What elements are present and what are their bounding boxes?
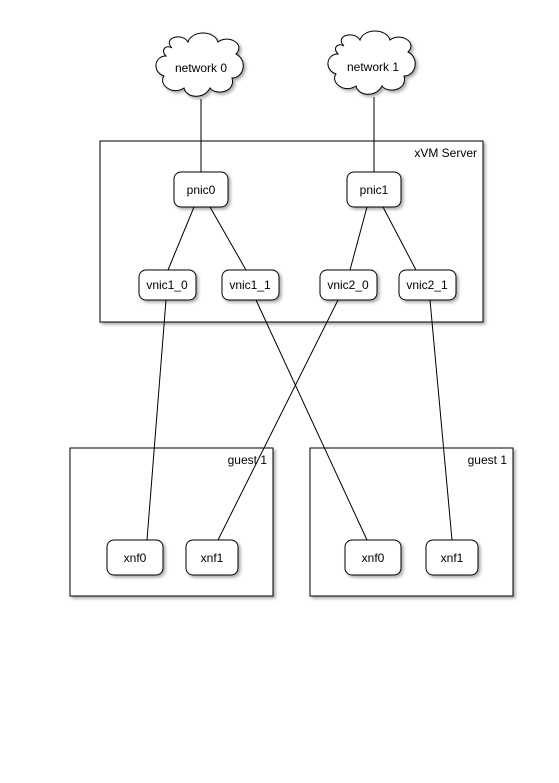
node-vnic1_0: vnic1_0 [138,269,197,301]
connection-lines [146,97,453,541]
node-vnic2_0: vnic2_0 [319,269,378,301]
node-guest-right-xnf1: xnf1 [425,539,479,576]
edge-vnic2_0-xnf1-left [217,299,339,541]
edge-vnic1_1-xnf0-right [255,299,368,541]
node-guest-right-xnf0-label: xnf0 [362,551,385,565]
node-guest-left-xnf1: xnf1 [185,539,239,576]
node-vnic2_1: vnic2_1 [398,269,457,301]
guest-left-title: guest 1 [228,453,268,467]
edge-pnic0-vnic1_1 [209,206,247,271]
cloud-network-0: network 0 [155,32,244,97]
edge-pnic0-vnic1_0 [167,206,195,271]
edge-vnic2_1-xnf1-right [429,299,453,541]
cloud-network-0-label: network 0 [175,61,227,75]
node-guest-left-xnf0-label: xnf0 [124,551,147,565]
node-vnic1_0-label: vnic1_0 [146,278,188,292]
node-pnic1-label: pnic1 [360,183,389,197]
node-guest-right-xnf0: xnf0 [344,539,402,576]
edge-vnic1_0-xnf0-left [146,299,167,541]
node-guest-right-xnf1-label: xnf1 [441,551,464,565]
edge-pnic1-vnic2_0 [349,206,368,271]
cloud-network-1-label: network 1 [347,60,399,74]
guest-container-left: guest 1 [69,447,274,597]
node-vnic2_0-label: vnic2_0 [327,278,369,292]
guest-right-title: guest 1 [468,453,508,467]
node-pnic0-label: pnic0 [187,183,216,197]
node-pnic1: pnic1 [346,171,402,208]
guest-container-right: guest 1 [309,447,514,597]
node-vnic1_1: vnic1_1 [221,269,280,301]
node-pnic0: pnic0 [173,171,229,208]
node-vnic1_1-label: vnic1_1 [229,278,271,292]
node-vnic2_1-label: vnic2_1 [406,278,448,292]
node-guest-left-xnf0: xnf0 [106,539,164,576]
node-guest-left-xnf1-label: xnf1 [201,551,224,565]
edge-pnic1-vnic2_1 [382,206,417,271]
cloud-network-1: network 1 [327,30,416,95]
xvm-server-title: xVM Server [414,146,477,160]
